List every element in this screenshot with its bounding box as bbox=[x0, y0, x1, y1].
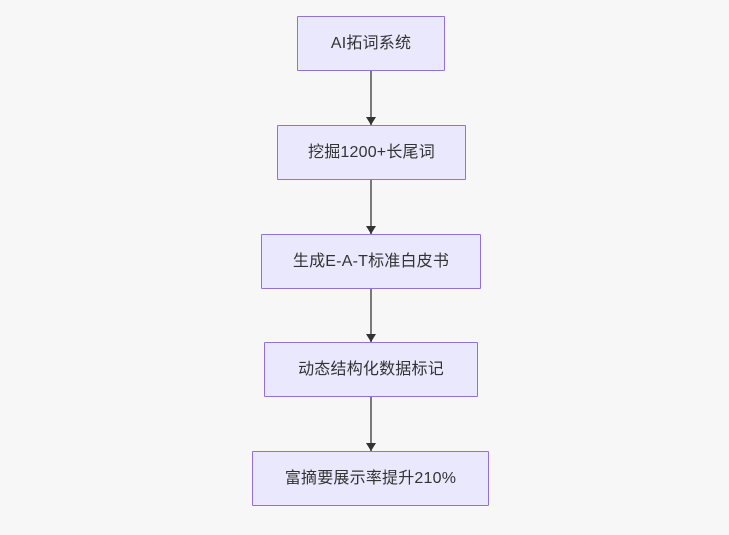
flow-node-ai-keyword-system[interactable]: AI拓词系统 bbox=[297, 16, 445, 71]
arrow-head-icon bbox=[366, 334, 376, 342]
flow-node-mine-longtail-keywords[interactable]: 挖掘1200+长尾词 bbox=[277, 125, 466, 180]
arrow-head-icon bbox=[366, 117, 376, 125]
edge-line bbox=[370, 71, 372, 125]
flow-node-generate-eat-whitepaper[interactable]: 生成E-A-T标准白皮书 bbox=[261, 234, 481, 289]
flow-node-label: 挖掘1200+长尾词 bbox=[308, 143, 435, 161]
edge-line bbox=[370, 180, 372, 234]
flow-node-label: 富摘要展示率提升210% bbox=[284, 469, 457, 487]
flow-node-dynamic-structured-data-markup[interactable]: 动态结构化数据标记 bbox=[264, 342, 478, 397]
edge-node2-node3 bbox=[366, 180, 376, 234]
edge-node1-node2 bbox=[366, 71, 376, 125]
flow-node-label: AI拓词系统 bbox=[330, 34, 412, 52]
flow-node-label: 动态结构化数据标记 bbox=[298, 360, 444, 378]
edge-line bbox=[370, 289, 372, 342]
flow-node-label: 生成E-A-T标准白皮书 bbox=[292, 252, 450, 270]
arrow-head-icon bbox=[366, 443, 376, 451]
edge-node3-node4 bbox=[366, 289, 376, 342]
edge-line bbox=[370, 397, 372, 451]
arrow-head-icon bbox=[366, 226, 376, 234]
flow-node-rich-snippet-rate-increase[interactable]: 富摘要展示率提升210% bbox=[252, 451, 489, 506]
edge-node4-node5 bbox=[366, 397, 376, 451]
